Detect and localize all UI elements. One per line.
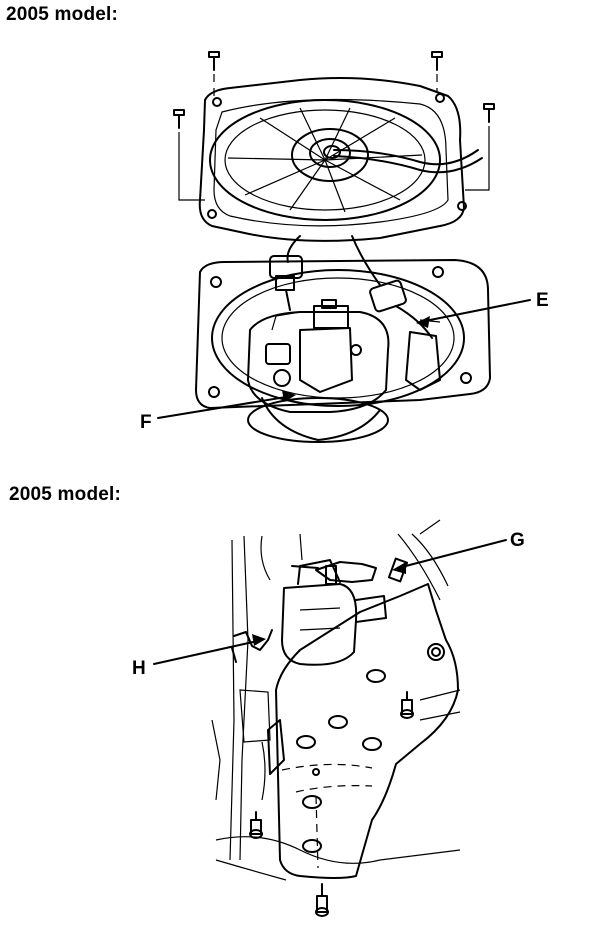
callout-f: F bbox=[140, 412, 152, 433]
fuel-pump-cover-assembly: E F bbox=[140, 51, 549, 443]
cover-bolt bbox=[208, 51, 220, 100]
pump-connector bbox=[269, 255, 303, 311]
section-heading-top: 2005 model: bbox=[6, 4, 119, 25]
access-cover-plate bbox=[198, 77, 483, 242]
shield-bolt bbox=[249, 811, 263, 839]
callout-e: E bbox=[536, 290, 549, 311]
fuel-pump-module bbox=[247, 299, 441, 443]
heat-shield bbox=[261, 583, 459, 879]
shield-bolt bbox=[315, 883, 329, 917]
cover-bolt bbox=[465, 103, 495, 191]
section-heading-bottom: 2005 model: bbox=[9, 484, 122, 505]
callout-h: H bbox=[132, 658, 146, 679]
pump-mount-plate bbox=[195, 259, 491, 409]
shield-bolt bbox=[400, 691, 414, 719]
callout-g: G bbox=[510, 530, 525, 551]
hose-clamp bbox=[231, 629, 273, 663]
cover-bolt bbox=[431, 51, 443, 92]
background-chassis bbox=[211, 519, 461, 881]
underbody-fuel-line-assembly: G H bbox=[132, 519, 525, 917]
fuel-line-connector bbox=[291, 561, 377, 585]
fuel-filter-body bbox=[281, 559, 387, 666]
cover-bolt bbox=[173, 109, 205, 201]
